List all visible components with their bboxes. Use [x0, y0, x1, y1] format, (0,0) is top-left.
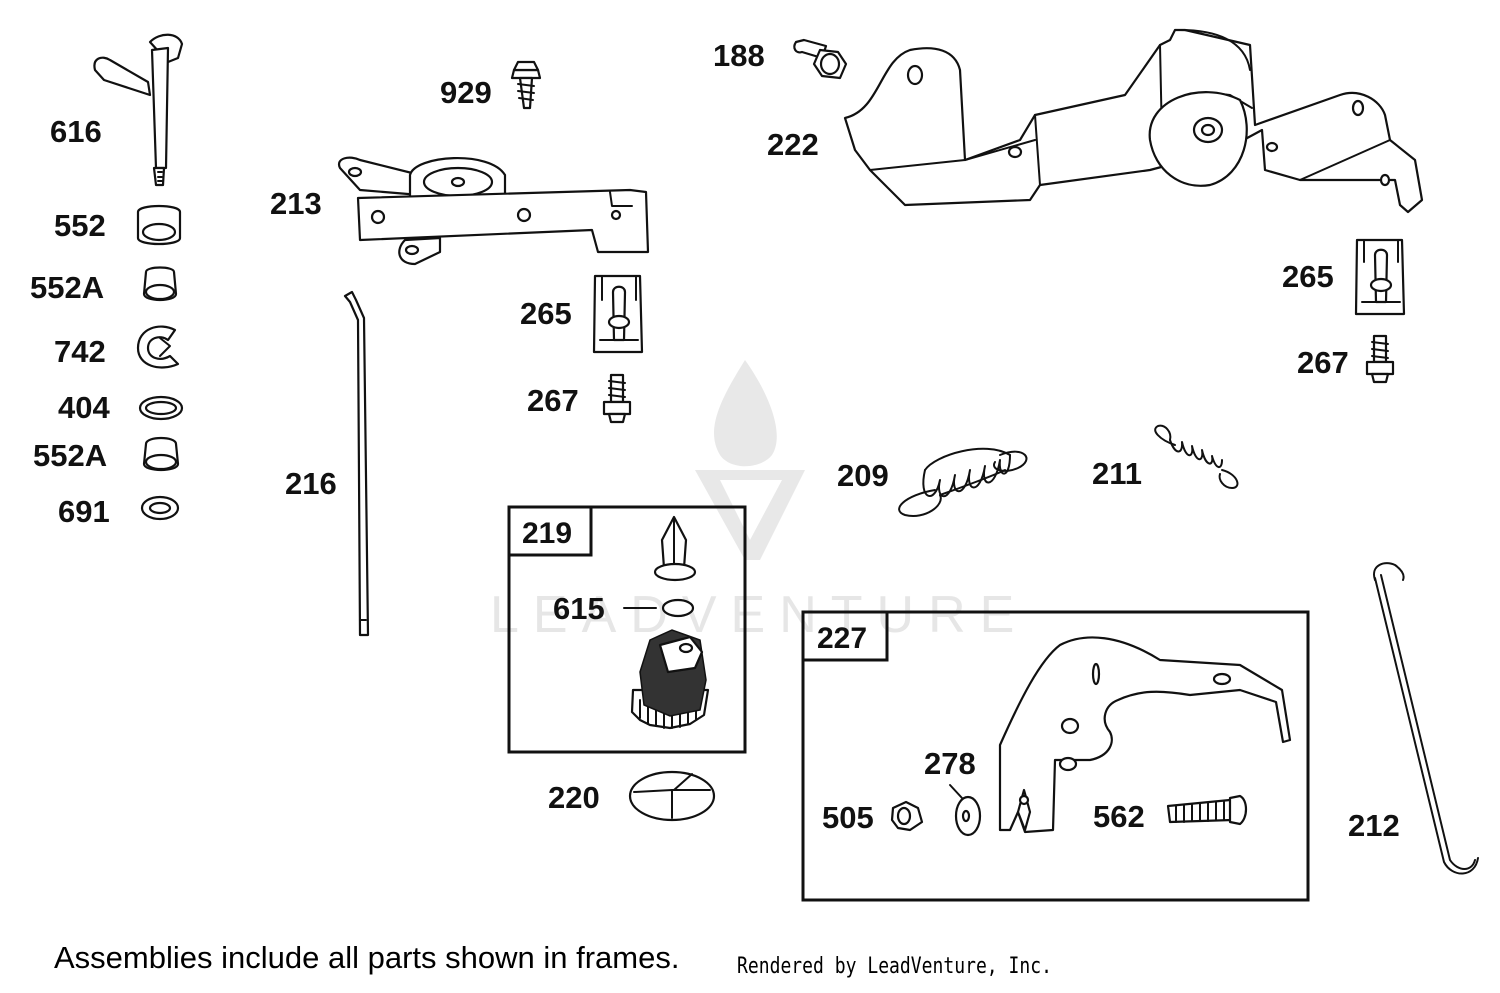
label-227: 227: [817, 622, 867, 655]
frame-227-label-box: [801, 610, 889, 662]
part-929-screw: [510, 60, 542, 110]
part-616-governor-shaft: [93, 33, 184, 187]
part-265-clip-right: [1354, 238, 1406, 316]
part-404-ring: [138, 395, 184, 421]
label-278: 278: [924, 746, 976, 781]
part-742-e-ring: [136, 325, 180, 369]
label-691: 691: [58, 494, 110, 529]
label-742: 742: [54, 334, 106, 369]
label-929: 929: [440, 75, 492, 110]
label-216: 216: [285, 466, 337, 501]
part-222-control-bracket: [843, 28, 1424, 214]
part-governor-gear: [630, 629, 710, 730]
part-267-screw-right: [1365, 334, 1395, 384]
part-691-seal: [140, 495, 180, 521]
label-265-mid: 265: [520, 296, 572, 331]
frame-227: [801, 610, 1310, 902]
label-616: 616: [50, 114, 102, 149]
label-209: 209: [837, 458, 889, 493]
part-209-spring: [898, 447, 1028, 517]
leadventure-watermark: LEADVENTURE: [490, 360, 1028, 644]
label-267-mid: 267: [527, 383, 579, 418]
label-222: 222: [767, 127, 819, 162]
frame-219-label-box: [507, 505, 593, 557]
part-212-link: [1373, 562, 1479, 875]
label-220: 220: [548, 780, 600, 815]
label-267-right: 267: [1297, 345, 1349, 380]
part-227-control-lever: [998, 636, 1292, 834]
label-552a-top: 552A: [30, 270, 104, 305]
label-211: 211: [1092, 456, 1142, 491]
frame-219: [507, 505, 747, 754]
part-505-nut: [890, 800, 924, 832]
part-615-o-ring: [623, 598, 695, 618]
label-615: 615: [553, 591, 605, 626]
part-213-throttle-bracket: [337, 156, 650, 266]
label-505: 505: [822, 800, 874, 835]
label-265-right: 265: [1282, 259, 1334, 294]
label-212: 212: [1348, 808, 1400, 843]
part-188-bolt: [793, 38, 848, 80]
part-211-spring: [1154, 424, 1239, 489]
render-credit: Rendered by LeadVenture, Inc.: [737, 954, 1052, 979]
label-552a-bottom: 552A: [33, 438, 107, 473]
watermark-text: LEADVENTURE: [490, 586, 1028, 644]
label-552: 552: [54, 208, 106, 243]
part-267-screw-mid: [602, 373, 632, 424]
part-562-screw: [1166, 794, 1248, 826]
label-562: 562: [1093, 799, 1145, 834]
label-404: 404: [58, 390, 110, 425]
label-213: 213: [270, 186, 322, 221]
part-220-washer: [628, 770, 716, 822]
part-552a-washer-bottom: [142, 436, 180, 472]
label-219: 219: [522, 517, 572, 550]
part-278-washer: [949, 784, 982, 837]
assemblies-footnote: Assemblies include all parts shown in fr…: [54, 940, 680, 975]
part-219-governor-pin: [653, 515, 697, 582]
part-216-link-rod: [343, 290, 370, 637]
part-265-clip-mid: [592, 274, 644, 354]
part-552-bushing: [136, 204, 182, 246]
part-552a-washer-top: [142, 266, 178, 302]
label-188: 188: [713, 38, 765, 73]
